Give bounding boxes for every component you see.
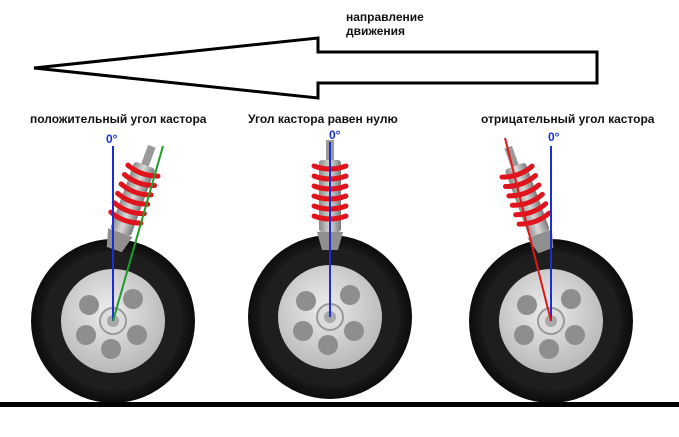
ground-line: [0, 402, 679, 407]
direction-label: направление движения: [346, 10, 424, 38]
negative-caster-label: отрицательный угол кастора: [481, 112, 655, 126]
positive-steering-axis: [112, 145, 164, 322]
negative-zero-degree-mark: 0°: [548, 130, 560, 144]
zero-caster-assembly: [247, 140, 413, 400]
direction-label-line1: направление: [346, 10, 424, 24]
zero-caster-label: Угол кастора равен нулю: [248, 112, 398, 126]
negative-caster-assembly: [468, 137, 634, 404]
positive-zero-degree-mark: 0°: [106, 132, 118, 146]
direction-label-line2: движения: [346, 24, 406, 38]
zero-zero-degree-mark: 0°: [329, 128, 341, 142]
positive-strut: [99, 141, 167, 255]
positive-caster-assembly: [30, 141, 196, 404]
direction-arrow: [33, 36, 599, 100]
negative-steering-axis: [504, 137, 552, 322]
positive-caster-label: положительный угол кастора: [30, 112, 207, 126]
